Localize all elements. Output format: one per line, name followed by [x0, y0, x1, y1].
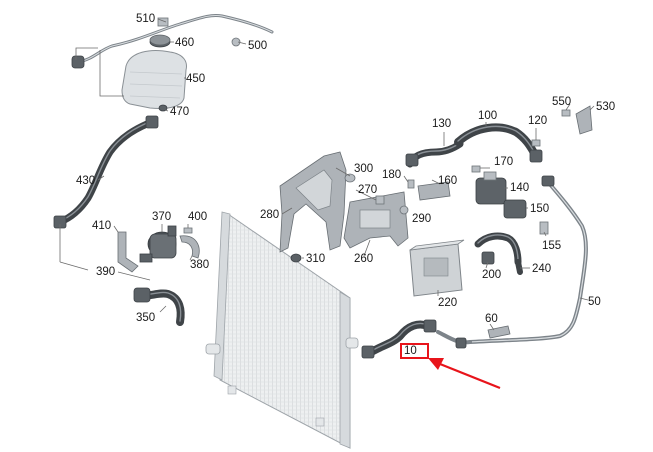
callout-100: 100	[478, 110, 497, 122]
callout-310: 310	[306, 253, 325, 265]
hose-240	[515, 259, 523, 275]
callout-410: 410	[92, 220, 111, 232]
clip-290	[399, 205, 409, 215]
hose-130	[405, 140, 464, 168]
hose-200	[474, 232, 522, 266]
callout-300: 300	[354, 163, 373, 175]
bolt-180	[407, 179, 415, 189]
callout-270: 270	[358, 184, 377, 196]
clip-170	[471, 165, 481, 173]
highlight-callout-10	[400, 343, 501, 390]
clip-120	[531, 139, 541, 147]
callout-260: 260	[354, 253, 373, 265]
callout-450: 450	[186, 73, 205, 85]
callout-labels: 510 460 500 450 470 430 410 370 400 380 …	[76, 13, 615, 357]
callout-160: 160	[438, 175, 457, 187]
callout-60: 60	[485, 313, 498, 325]
callout-470: 470	[170, 106, 189, 118]
callout-280: 280	[260, 209, 279, 221]
callout-550: 550	[552, 96, 571, 108]
rubber-310	[290, 253, 302, 263]
callout-500: 500	[248, 40, 267, 52]
bracket-530	[575, 105, 593, 135]
hose-100	[454, 123, 543, 163]
callout-400: 400	[188, 211, 207, 223]
callout-170: 170	[494, 156, 513, 168]
callout-50: 50	[588, 296, 601, 308]
bracket-380	[179, 235, 200, 259]
callout-290: 290	[412, 213, 431, 225]
highlight-arrowhead	[428, 358, 444, 370]
bolt-400	[183, 227, 193, 234]
hose-350	[133, 287, 185, 326]
bolt-155	[539, 221, 549, 235]
valve-140	[475, 171, 507, 205]
expansion-tank	[121, 34, 187, 109]
callout-200: 200	[482, 269, 501, 281]
highlight-arrow	[439, 362, 501, 390]
callout-240: 240	[532, 263, 551, 275]
callout-510: 510	[136, 13, 155, 25]
callout-180: 180	[382, 169, 401, 181]
bolt-550	[561, 109, 571, 117]
callout-155: 155	[542, 240, 561, 252]
bolt-270	[375, 195, 385, 205]
bolt-300	[344, 173, 356, 183]
coolant-pump-370	[139, 225, 177, 263]
callout-460: 460	[175, 37, 194, 49]
hose-10	[361, 319, 437, 359]
callout-430: 430	[76, 175, 95, 187]
leader-lines	[59, 18, 595, 331]
bracket-60	[487, 325, 511, 339]
callout-120: 120	[528, 115, 547, 127]
callout-10: 10	[404, 345, 417, 357]
coolant-line-510	[71, 14, 274, 69]
coolant-hose-430	[53, 115, 159, 229]
callout-390: 390	[96, 266, 115, 278]
callout-220: 220	[438, 297, 457, 309]
bracket-410	[117, 231, 139, 273]
pipe-joint	[436, 330, 472, 349]
sensor-470	[158, 104, 168, 112]
radiator	[205, 211, 359, 449]
sensor-150	[503, 199, 527, 219]
callout-350: 350	[136, 312, 155, 324]
callout-130: 130	[432, 118, 451, 130]
callout-530: 530	[596, 101, 615, 113]
highlight-box	[400, 343, 429, 359]
callout-370: 370	[152, 211, 171, 223]
bracket-280	[279, 151, 347, 253]
callout-140: 140	[510, 182, 529, 194]
callout-380: 380	[190, 259, 209, 271]
callout-150: 150	[530, 203, 549, 215]
control-unit-220	[409, 239, 465, 297]
